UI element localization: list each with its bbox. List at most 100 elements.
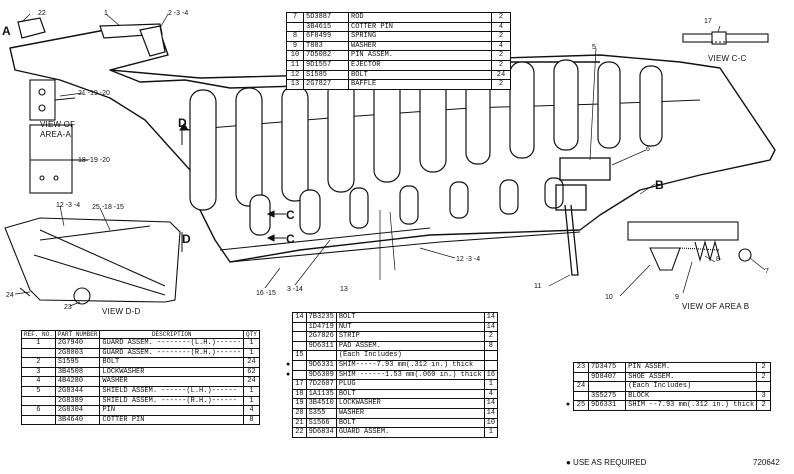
callout-c-upper: C <box>286 208 295 222</box>
part-number: 2G8389 <box>54 395 101 407</box>
description: COTTER PIN <box>99 414 245 426</box>
quantity: 2 <box>491 59 511 71</box>
callout-11: 11 <box>534 283 542 290</box>
part-number: 9D6311 <box>305 340 337 352</box>
ref-number: 4 <box>21 376 56 387</box>
description: SHIELD ASSEM. ------(R.H.)------ <box>99 395 245 407</box>
caption-view-of-area-a-line1: VIEW OF <box>40 120 76 129</box>
description: SHOE ASSEM. <box>625 371 758 383</box>
callout-c-lower: C <box>286 232 295 246</box>
ref-number: 1 <box>21 338 56 349</box>
callout-10: 10 <box>605 294 613 301</box>
row-mark <box>563 363 573 373</box>
description: BOLT <box>335 417 485 429</box>
ref-number: 17 <box>292 379 307 390</box>
ref-number <box>21 395 56 407</box>
ref-number: 24 <box>572 381 590 392</box>
quantity: 14 <box>483 321 499 333</box>
callout-d-upper: D <box>178 116 187 130</box>
caption-view-of-area-a-line2: AREA-A <box>40 130 71 139</box>
parts-row: 24 (Each Includes) <box>563 381 771 392</box>
quantity: 8 <box>243 414 260 426</box>
callout-23: 23 <box>64 304 72 311</box>
description: BAFFLE <box>348 79 492 90</box>
quantity: 14 <box>483 407 499 419</box>
ref-number: 8 <box>286 31 304 42</box>
quantity: 2 <box>756 400 771 411</box>
quantity: 10 <box>483 417 499 429</box>
description: PIN <box>99 405 245 416</box>
quantity: 4 <box>483 388 499 400</box>
quantity: 2 <box>491 50 511 61</box>
part-number: 3B4510 <box>305 398 337 409</box>
quantity: 4 <box>491 21 511 33</box>
row-mark <box>563 382 573 392</box>
part-number <box>305 350 337 361</box>
row-mark <box>284 428 293 438</box>
callout-18-19-20: 18 -19 -20 <box>78 157 110 164</box>
quantity: 1 <box>483 427 499 438</box>
description: NUT <box>335 321 485 333</box>
part-number: 2G8003 <box>54 347 101 359</box>
callout-8: 8 <box>716 256 720 263</box>
quantity: 2 <box>491 12 511 23</box>
part-number: 7B3235 <box>305 312 337 323</box>
quantity: 8 <box>483 340 499 352</box>
description: EJECTOR <box>348 59 492 71</box>
ref-number <box>572 390 590 402</box>
callout-21-19-20: 21 -19 -20 <box>78 90 110 97</box>
quantity: 1 <box>243 395 260 407</box>
description: COTTER PIN <box>348 21 492 33</box>
callout-9: 9 <box>675 294 679 301</box>
callout-d-lower: D <box>182 232 191 246</box>
description: BOLT <box>335 312 485 323</box>
description: GUARD ASSEM. --------(R.H.)------ <box>99 347 245 359</box>
part-number: 2G7940 <box>54 338 101 349</box>
quantity: 2 <box>491 31 511 42</box>
callout-1: 1 <box>104 10 108 17</box>
quantity: 62 <box>243 366 260 378</box>
quantity: 4 <box>491 40 511 52</box>
ref-number <box>572 371 590 383</box>
ref-number: 6 <box>21 405 56 416</box>
part-number: S1585 <box>303 69 349 81</box>
callout-6: 6 <box>646 146 650 153</box>
quantity: 1 <box>243 385 260 397</box>
description: SHIM-----7.93 mm(.312 in.) thick <box>335 359 485 371</box>
callout-22: 22 <box>38 10 46 17</box>
row-mark: ● <box>286 370 291 379</box>
ref-number: 21 <box>292 417 307 429</box>
ref-number <box>292 321 307 333</box>
ref-number: 2 <box>21 357 56 368</box>
callout-13: 13 <box>340 286 348 293</box>
quantity: 2 <box>483 331 499 342</box>
quantity: 4 <box>243 405 260 416</box>
description: (Each Includes) <box>625 381 758 392</box>
quantity: 3 <box>756 390 771 402</box>
callout-12-3-4-right: 12 -3 -4 <box>456 256 481 263</box>
callout-24: 24 <box>6 292 14 299</box>
part-number: S355 <box>305 407 337 419</box>
ref-number: 9 <box>286 40 304 52</box>
description: (Each Includes) <box>335 350 485 361</box>
quantity: 24 <box>243 357 260 368</box>
row-mark <box>284 332 293 342</box>
part-number: 7D2607 <box>305 379 337 390</box>
ref-number: 10 <box>286 50 304 61</box>
header-ref-no: REF. NO. <box>21 330 56 339</box>
